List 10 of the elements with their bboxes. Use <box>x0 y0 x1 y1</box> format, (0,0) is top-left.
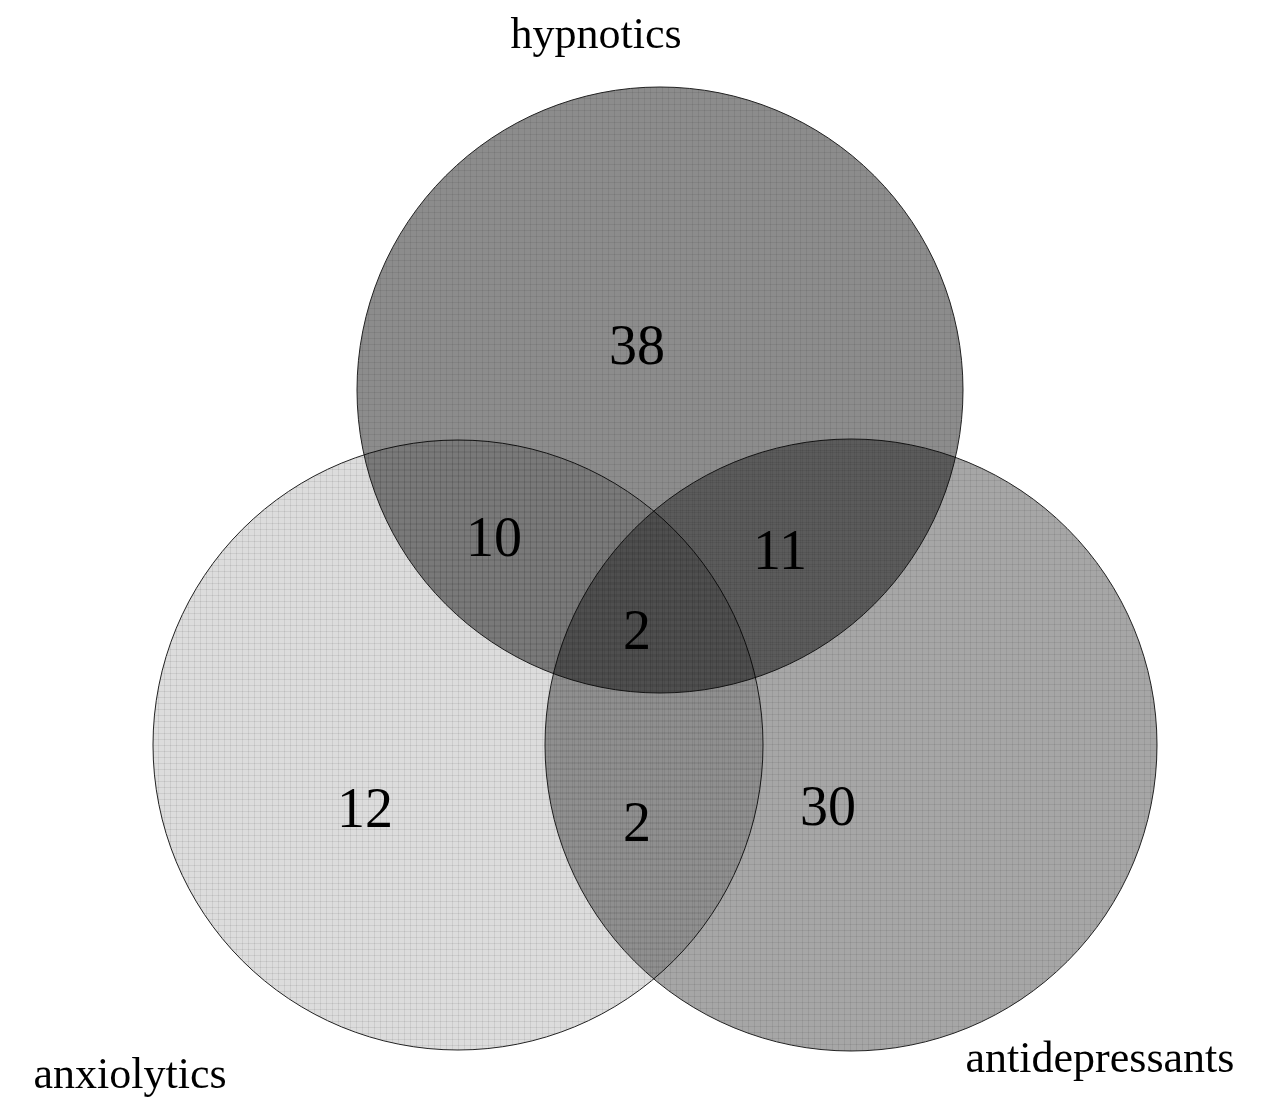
count-label: 2 <box>623 602 651 658</box>
count-label: 10 <box>466 509 522 565</box>
count-label: 12 <box>337 780 393 836</box>
count-label: 2 <box>623 794 651 850</box>
set-label: antidepressants <box>965 1036 1235 1080</box>
set-label: anxiolytics <box>33 1052 227 1096</box>
count-label: 11 <box>753 522 807 578</box>
set-label: hypnotics <box>510 12 682 56</box>
count-label: 30 <box>800 778 856 834</box>
count-label: 38 <box>609 317 665 373</box>
